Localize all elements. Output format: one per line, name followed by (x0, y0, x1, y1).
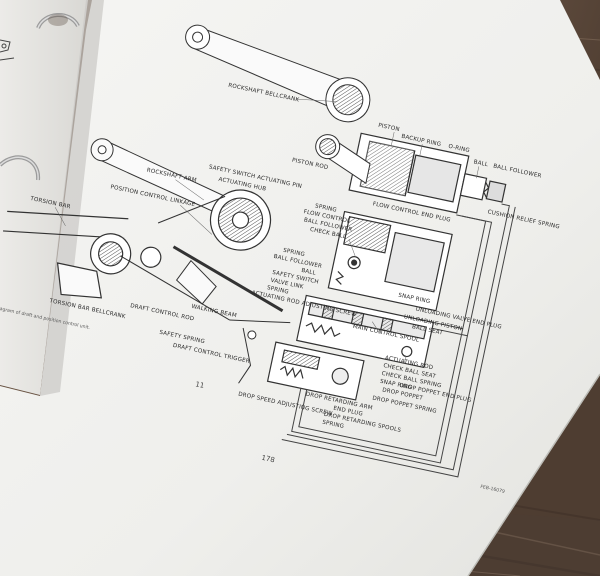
label-spring: SPRING (266, 285, 289, 295)
label-piston: PISTON (378, 123, 401, 133)
page-edge (467, 373, 600, 576)
label-spring: SPRING (314, 203, 337, 213)
torsion-bar-bellcrank (3, 210, 162, 299)
figure-number: FEB-16079 (480, 484, 506, 495)
binder-ring-icon (0, 155, 41, 181)
page-gutter-shadow (40, 0, 104, 396)
page-number: 178 (261, 454, 276, 465)
left-page (0, 0, 88, 395)
label-spring: SPRING (282, 248, 305, 258)
label-spring: SPRING (322, 420, 345, 430)
valve-body (327, 210, 453, 312)
label-ball: BALL (301, 268, 317, 277)
figure-reference: 11 (195, 380, 205, 390)
leader-lines (54, 98, 480, 364)
hydraulic-lines (281, 203, 516, 478)
drop-poppet-assembly (266, 341, 365, 401)
linkages (120, 195, 291, 384)
piston-rod (315, 134, 371, 185)
rockshaft-arm (90, 138, 226, 214)
left-page-diagram-fragment (0, 39, 15, 61)
main-control-spool-body (296, 294, 435, 369)
actuating-hub (209, 189, 272, 251)
label-ball: BALL (473, 159, 489, 168)
binder-ring-icon (36, 13, 80, 29)
label-o-ring: O-RING (448, 144, 471, 154)
rockshaft-bellcrank (185, 24, 371, 123)
